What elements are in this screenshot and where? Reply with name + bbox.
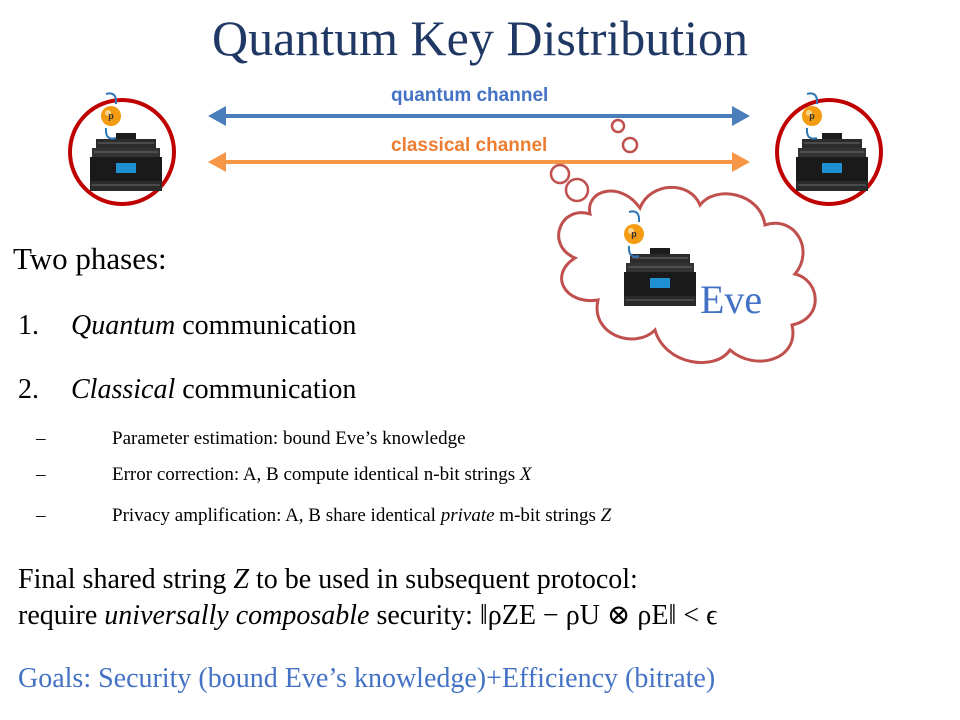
security-formula: ‖ρZE − ρU ⊗ ρE‖ < ϵ <box>479 600 718 631</box>
thought-bubbles <box>549 118 639 203</box>
classical-channel-label: classical channel <box>391 135 548 156</box>
dash-bullet: – <box>36 505 46 526</box>
subitem-text: Privacy amplification: A, B share identi… <box>112 505 612 526</box>
quantum-channel-arrow <box>208 106 750 126</box>
goals-statement: Goals: Security (bound Eve’s knowledge)+… <box>18 663 716 694</box>
eve-cloud <box>557 185 817 365</box>
list-text: Classical communication <box>71 374 357 405</box>
bob-node <box>775 92 883 206</box>
final-statement-line-2: require universally composable security:… <box>18 600 718 631</box>
subitem-text: Error correction: A, B compute identical… <box>112 464 532 485</box>
list-text: Quantum communication <box>71 310 357 341</box>
page-title: Quantum Key Distribution <box>211 10 749 66</box>
phases-heading: Two phases: <box>13 241 167 276</box>
eve-label: Eve <box>700 277 763 322</box>
classical-channel-arrow <box>208 152 750 172</box>
alice-node <box>68 92 176 206</box>
server-icon <box>795 132 869 192</box>
final-statement-line-1: Final shared string Z to be used in subs… <box>18 564 638 595</box>
server-icon <box>89 132 163 192</box>
list-number: 1. <box>18 310 39 341</box>
dash-bullet: – <box>36 464 46 485</box>
dash-bullet: – <box>36 428 46 449</box>
quantum-channel-label: quantum channel <box>391 85 549 106</box>
list-number: 2. <box>18 374 39 405</box>
subitem-text: Parameter estimation: bound Eve’s knowle… <box>112 428 466 449</box>
